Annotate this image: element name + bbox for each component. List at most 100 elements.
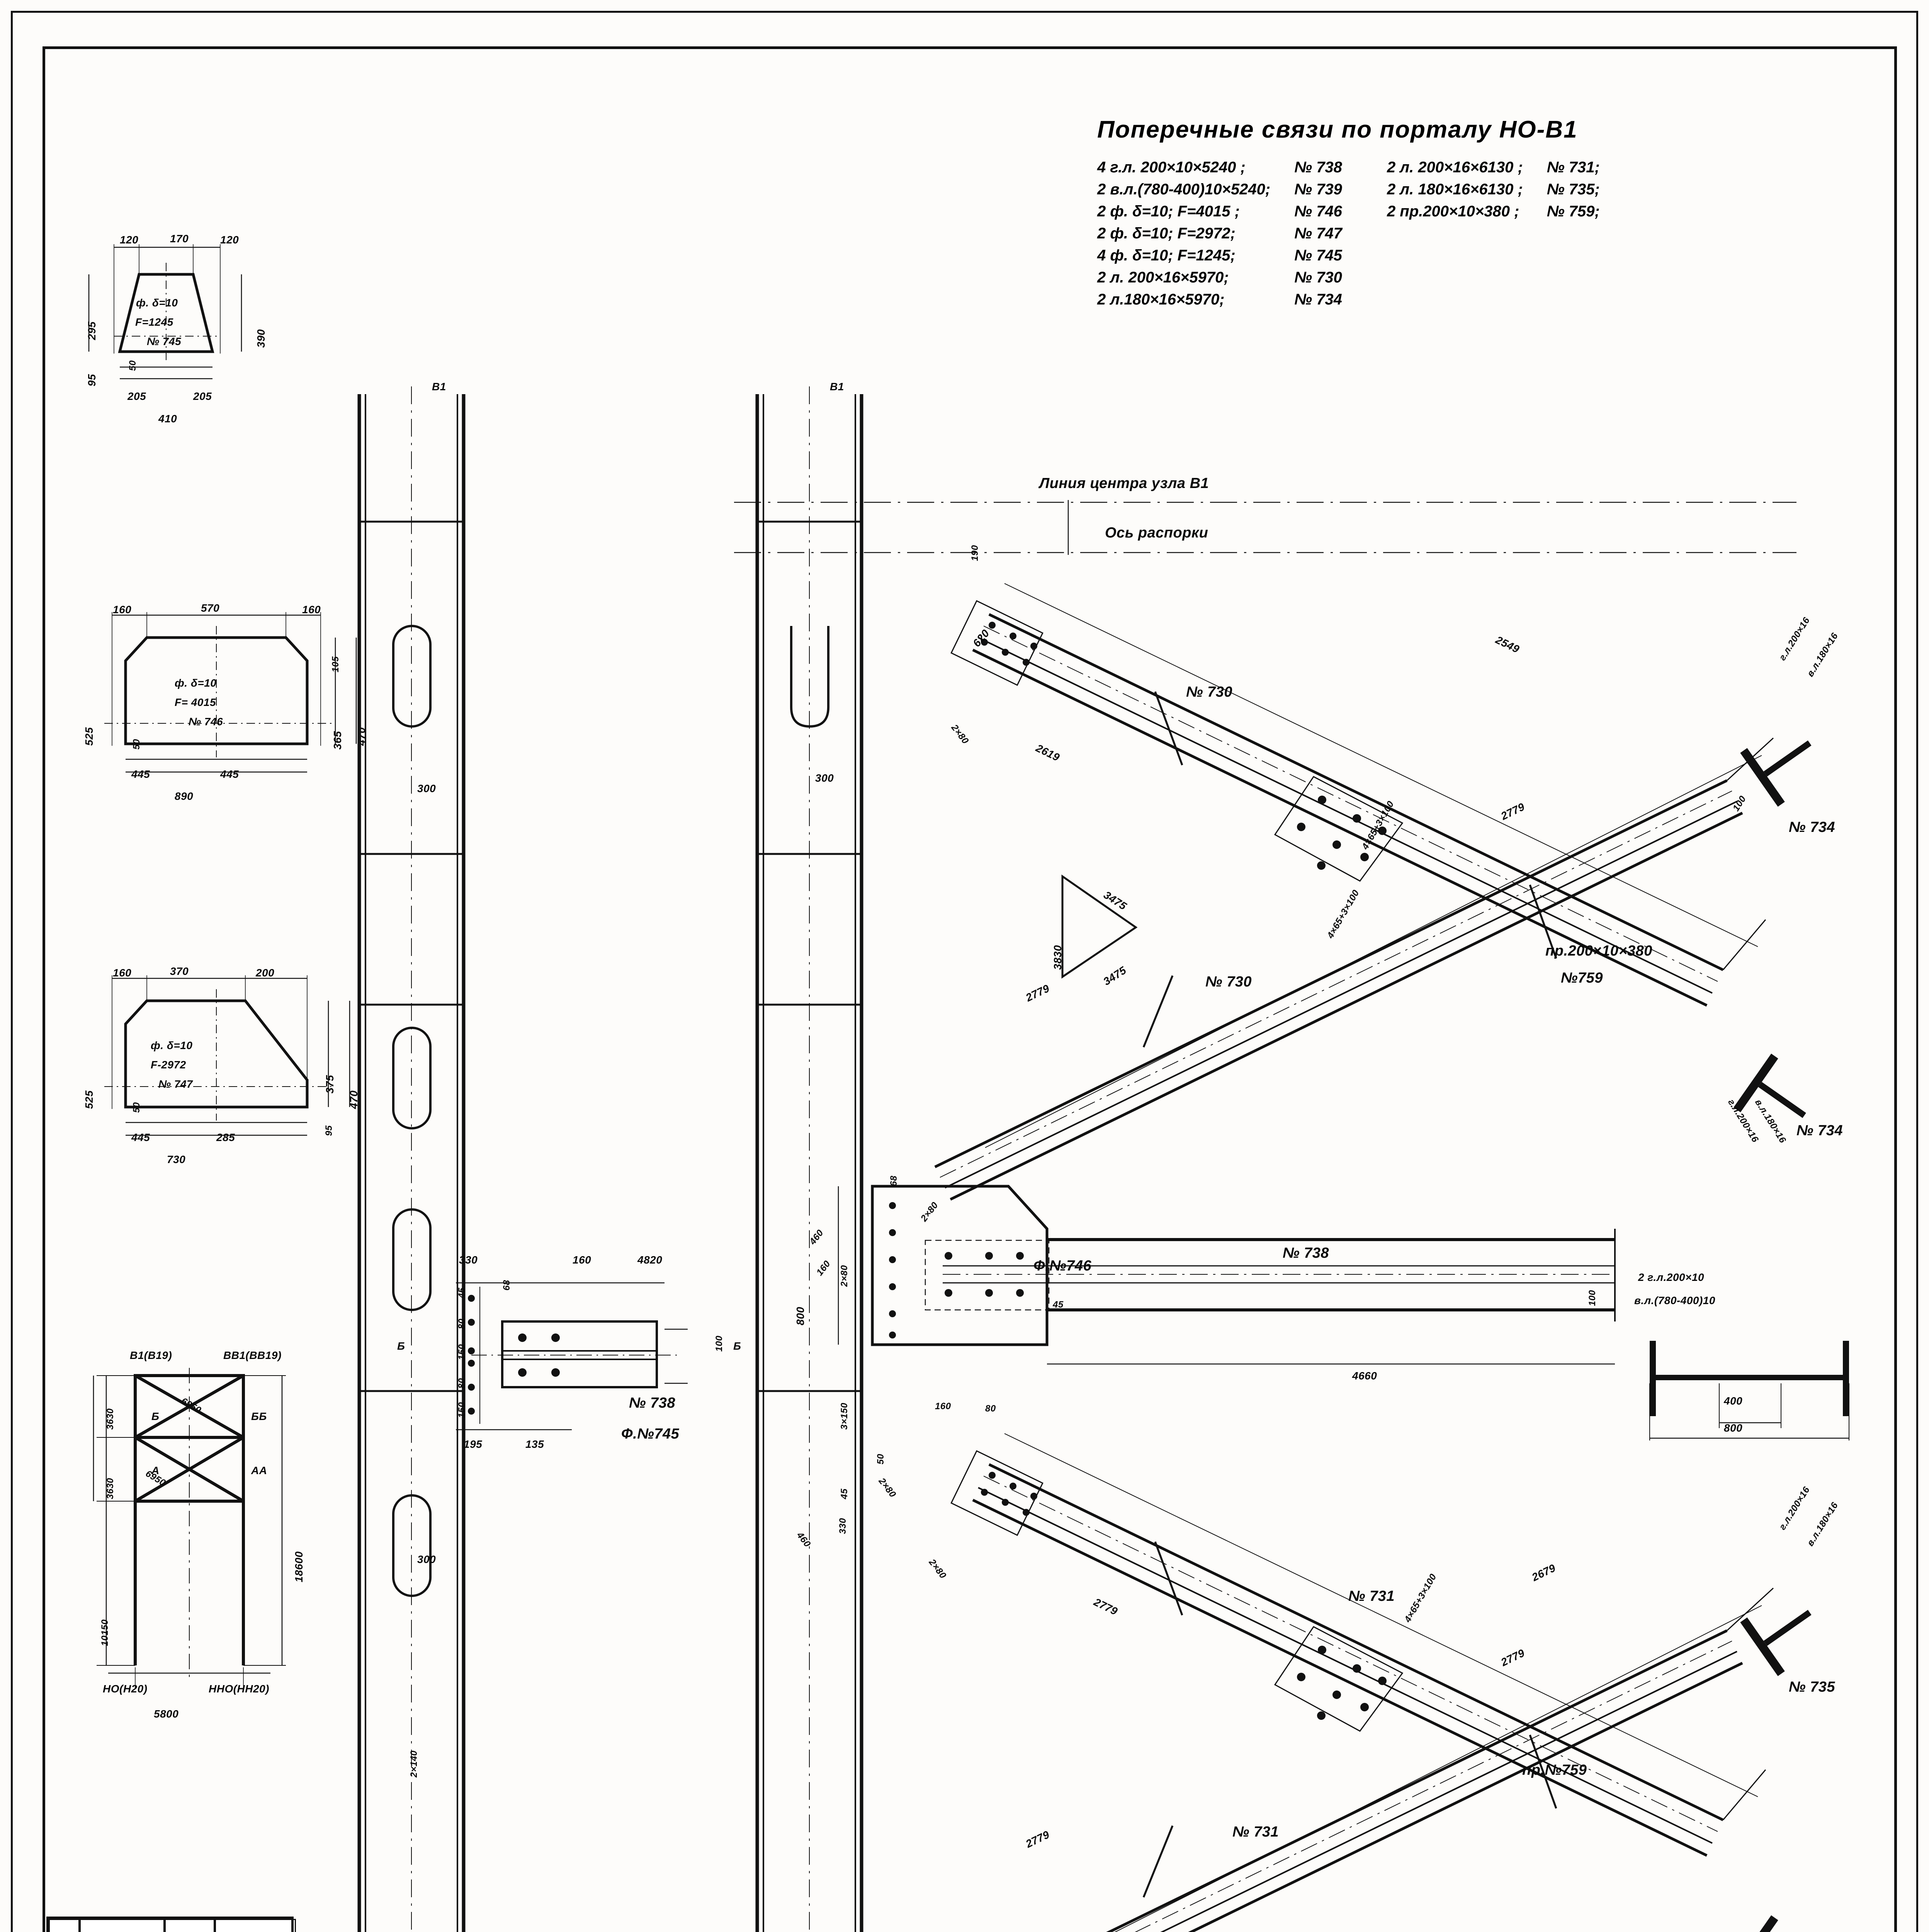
- detail-747-dim-50: 50: [131, 1102, 142, 1113]
- spec-row: 2 ф. δ=10; F=2972; № 747: [1097, 223, 1607, 245]
- node-upper-dim-2x80-b: 2×80: [839, 1265, 850, 1287]
- section-B-label-left: Б: [397, 1340, 405, 1352]
- section-B-pitch-80a: 80: [457, 1318, 467, 1329]
- detail-747-dim-730: 730: [167, 1153, 186, 1165]
- node-upper-dim-3x150: 3×150: [839, 1403, 850, 1430]
- detail-745-caption-mark: № 745: [147, 335, 182, 347]
- column-left-dim-2x140: 2×140: [409, 1750, 419, 1777]
- detail-745-dim-120-left: 120: [120, 234, 139, 246]
- spec-desc: 2 л. 200×16×6130 ;: [1387, 159, 1523, 176]
- tb-scale-cell: [80, 1919, 165, 1932]
- detail-746-caption-thickness: ф. δ=10: [175, 677, 217, 689]
- node-upper-dim-50: 50: [875, 1454, 886, 1464]
- schematic-label-NO: НО(Н20): [103, 1683, 148, 1695]
- detail-746-caption-mark: № 746: [189, 716, 223, 728]
- column-right-label-B1: В1: [830, 381, 844, 393]
- detail-747-caption-area: F-2972: [151, 1059, 186, 1071]
- section-B-dim-195: 195: [464, 1438, 483, 1450]
- spec-gap: [1349, 179, 1387, 201]
- detail-746-dim-160-left: 160: [113, 604, 132, 616]
- node-upper-dim-45-top: 45: [1053, 1299, 1064, 1310]
- isec1-label-2: в.л.(780-400)10: [1634, 1294, 1715, 1306]
- detail-747-dim-285: 285: [216, 1131, 235, 1143]
- column-left-slot-dim-300-b: 300: [417, 1553, 436, 1565]
- brace-mark-731-upper: № 731: [1348, 1588, 1395, 1604]
- spec-mark: № 738: [1294, 159, 1342, 176]
- schematic-label-B1: В1(В19): [130, 1349, 172, 1361]
- detail-745-dim-295: 295: [86, 321, 98, 340]
- isec1-dim-400: 400: [1724, 1395, 1743, 1407]
- spec-desc: 2 л.180×16×5970;: [1097, 291, 1225, 308]
- spec-desc: 2 пр.200×10×380 ;: [1387, 203, 1519, 220]
- node-upper-dim-4660: 4660: [1352, 1370, 1377, 1382]
- cross-section-3: [1740, 1610, 1812, 1676]
- schematic-node-B: Б: [151, 1410, 160, 1422]
- node-centerlines: [734, 500, 1796, 555]
- detail-746-dim-50: 50: [131, 739, 142, 750]
- detail-747-caption-mark: № 747: [158, 1078, 193, 1090]
- node-upper-dim-68: 68: [889, 1175, 899, 1186]
- spec-desc: 2 л. 180×16×6130 ;: [1387, 181, 1523, 198]
- spec-mark: № 759;: [1547, 203, 1600, 220]
- detail-746-dim-105: 105: [330, 656, 341, 672]
- spec-row: 2 л. 200×16×5970; № 730: [1097, 267, 1607, 289]
- isection-1: [1649, 1341, 1849, 1440]
- section-B-label-right: Б: [733, 1340, 741, 1352]
- angle-dim-3830: 3830: [1052, 945, 1064, 970]
- spec-mark: № 739: [1294, 181, 1342, 198]
- column-left-main: [357, 386, 466, 1932]
- spec-title: Поперечные связи по порталу НО-В1: [1097, 116, 1578, 143]
- detail-747-dim-160: 160: [113, 967, 132, 979]
- spec-desc: 2 ф. δ=10; F=4015 ;: [1097, 203, 1240, 220]
- strut-axis-label: Ось распорки: [1105, 525, 1208, 541]
- section-B-dim-135: 135: [525, 1438, 544, 1450]
- center-line-node-label: Линия центра узла В1: [1039, 475, 1209, 492]
- sheet-border-outer: [11, 11, 1918, 1932]
- detail-746-dim-365: 365: [331, 731, 343, 750]
- detail-747-geometry: [104, 975, 350, 1136]
- detail-747-dim-375: 375: [324, 1075, 336, 1094]
- section-B-gusset-mark: Ф.№745: [621, 1426, 680, 1442]
- spec-mark: № 734: [1294, 291, 1342, 308]
- detail-746-dim-445-left: 445: [131, 768, 150, 780]
- spec-row: 4 ф. δ=10; F=1245; № 745: [1097, 245, 1607, 267]
- node-upper-beam-mark: № 738: [1283, 1245, 1329, 1261]
- spec-row: 4 г.л. 200×10×5240 ; № 738 2 л. 200×16×6…: [1097, 156, 1607, 179]
- node-upper-dim-800: 800: [794, 1306, 806, 1325]
- detail-745-dim-95: 95: [86, 374, 98, 386]
- spec-desc: 4 ф. δ=10; F=1245;: [1097, 247, 1236, 264]
- spec-row: 2 в.л.(780-400)10×5240; № 739 2 л. 180×1…: [1097, 179, 1607, 201]
- column-left-slot-dim-300-a: 300: [417, 782, 436, 794]
- spec-table: 4 г.л. 200×10×5240 ; № 738 2 л. 200×16×6…: [1097, 156, 1607, 311]
- spec-mark: № 746: [1294, 203, 1342, 220]
- spec-row: 2 ф. δ=10; F=4015 ; № 746 2 пр.200×10×38…: [1097, 201, 1607, 223]
- specification-list: Поперечные связи по порталу НО-В1 4 г.л.…: [1097, 116, 1607, 311]
- section-B-dim-68: 68: [501, 1280, 512, 1291]
- spec-mark: № 735;: [1547, 181, 1600, 198]
- detail-745-dim-390: 390: [255, 329, 267, 348]
- cross-section-2: [1734, 1053, 1806, 1118]
- section-B-pitch-45a: 45: [457, 1287, 467, 1298]
- schematic-dim-3630-upper: 3630: [105, 1408, 116, 1430]
- lower-brace-assembly: [950, 1433, 1774, 1932]
- spec-mark: № 745: [1294, 247, 1342, 264]
- spec-row: 2 л.180×16×5970; № 734: [1097, 289, 1607, 311]
- sheet-border-inner: [42, 46, 1897, 1932]
- section-B-dim-160: 160: [573, 1254, 591, 1266]
- node-upper-gusset-mark: Ф.№746: [1033, 1258, 1092, 1274]
- detail-746-dim-890: 890: [175, 790, 194, 802]
- tb-ministry-cell: [215, 1919, 296, 1932]
- isec1-label-1: 2 г.л.200×10: [1638, 1271, 1705, 1283]
- spec-mark: № 730: [1294, 269, 1342, 286]
- detail-746-dim-525: 525: [83, 727, 95, 746]
- detail-745-dim-205-left: 205: [127, 390, 146, 402]
- strut-mark-upper-number: №759: [1561, 970, 1603, 986]
- section-B-splice: [456, 1282, 688, 1430]
- spec-desc: 2 ф. δ=10; F=2972;: [1097, 225, 1236, 242]
- detail-747-dim-370: 370: [170, 965, 189, 977]
- spec-mark: № 731;: [1547, 159, 1600, 176]
- schematic-dim-3630-lower: 3630: [105, 1478, 116, 1499]
- detail-746-dim-160-right: 160: [302, 604, 321, 616]
- node-upper-dim-330: 330: [838, 1518, 848, 1534]
- node-upper-dim-160-r: 160: [935, 1401, 951, 1412]
